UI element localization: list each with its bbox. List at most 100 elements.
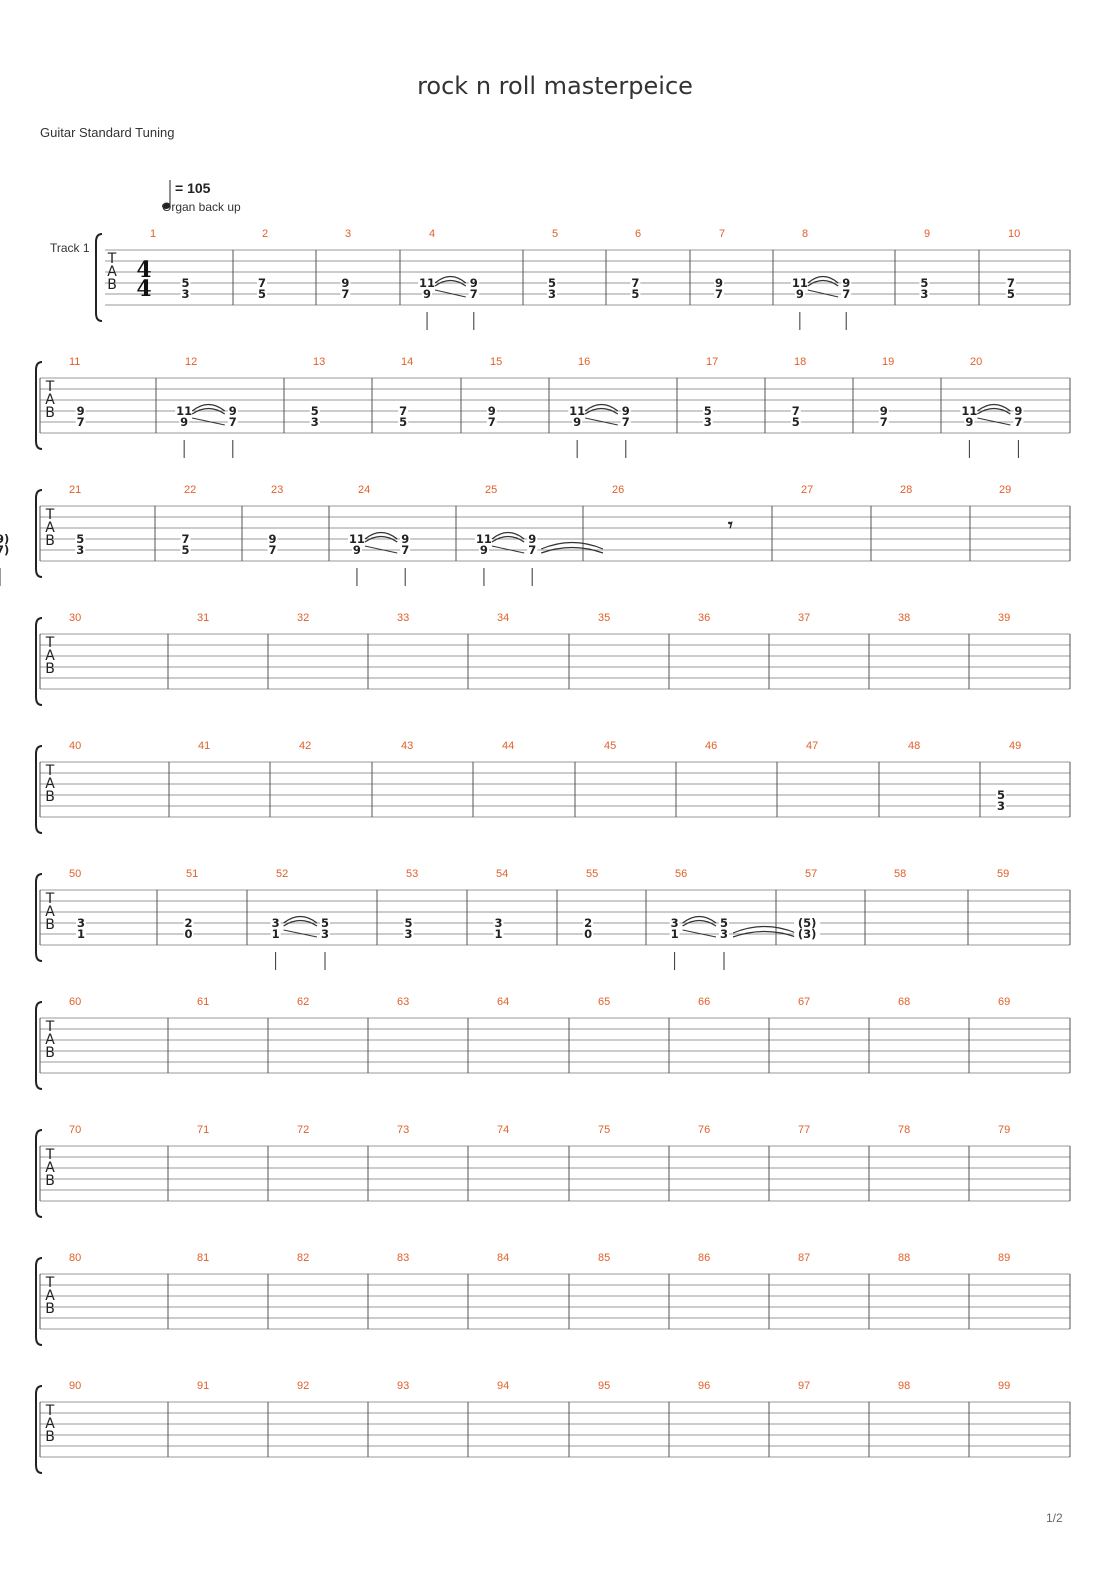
measure-number: 32 — [297, 612, 309, 624]
fret-number: 11 — [176, 404, 192, 418]
fret-number: 9 — [423, 287, 431, 301]
measure-number: 86 — [698, 1252, 710, 1264]
fret-background — [719, 929, 729, 940]
fret-number: 3 — [76, 543, 84, 557]
slur-arc — [191, 407, 226, 415]
measure-number: 18 — [794, 356, 806, 368]
fret-number: 9 — [715, 276, 723, 290]
fret-background — [468, 278, 479, 289]
measure-number: 13 — [313, 356, 325, 368]
fret-number: (7) — [0, 543, 9, 557]
fret-number: 1 — [272, 927, 280, 941]
measure-number: 43 — [401, 740, 413, 752]
fret-background — [719, 918, 729, 929]
system-bracket — [35, 1385, 43, 1474]
fret-number: 9 — [796, 287, 804, 301]
fret-number: 7 — [528, 543, 536, 557]
tab-clef-letter: A — [45, 1160, 55, 1176]
fret-background — [620, 417, 631, 428]
measure-number: 89 — [998, 1252, 1010, 1264]
measure-number: 29 — [999, 484, 1011, 496]
slide-line — [491, 545, 525, 554]
measure-number: 21 — [69, 484, 81, 496]
fret-number: 9 — [488, 404, 496, 418]
fret-background — [320, 929, 330, 940]
slur-arc — [283, 919, 318, 927]
fret-background — [493, 929, 504, 940]
tab-clef-letter: B — [45, 1429, 55, 1445]
fret-background — [919, 278, 930, 289]
slur-arc — [491, 535, 525, 543]
measure-number: 2 — [262, 228, 268, 240]
measure-number: 9 — [924, 228, 930, 240]
fret-background — [583, 918, 594, 929]
measure-number: 69 — [998, 996, 1010, 1008]
fret-background — [227, 417, 238, 428]
fret-background — [351, 545, 362, 556]
measure-number: 76 — [698, 1124, 710, 1136]
slide-line — [977, 417, 1011, 426]
measure-number: 56 — [675, 868, 687, 880]
fret-number: 3 — [494, 916, 502, 930]
fret-background — [227, 406, 238, 417]
measure-number: 93 — [397, 1380, 409, 1392]
fret-background — [75, 534, 86, 545]
score-title: rock n roll masterpeice — [417, 72, 693, 100]
fret-background — [547, 278, 558, 289]
measure-number: 83 — [397, 1252, 409, 1264]
fret-number: 5 — [631, 287, 639, 301]
tab-clef-letter: B — [45, 405, 55, 421]
system-bracket — [35, 617, 43, 706]
fret-number: 3 — [321, 927, 329, 941]
tab-clef-letter: B — [45, 1173, 55, 1189]
eighth-rest: 𝄾 — [728, 515, 733, 535]
fret-number: 5 — [182, 276, 190, 290]
fret-number: 5 — [704, 404, 712, 418]
measure-number: 95 — [598, 1380, 610, 1392]
fret-number: 9 — [528, 532, 536, 546]
fret-background — [180, 545, 191, 556]
measure-number: 84 — [497, 1252, 509, 1264]
fret-number: 5 — [76, 532, 84, 546]
fret-number: 9 — [353, 543, 361, 557]
measure-number: 30 — [69, 612, 81, 624]
fret-number: 9 — [470, 276, 478, 290]
fret-number: 5 — [311, 404, 319, 418]
fret-background — [474, 534, 493, 545]
fret-background — [841, 289, 852, 300]
fret-background — [841, 278, 852, 289]
measure-number: 66 — [698, 996, 710, 1008]
measure-number: 25 — [485, 484, 497, 496]
fret-background — [702, 417, 713, 428]
fret-background — [0, 534, 26, 545]
fret-number: 7 — [181, 532, 189, 546]
fret-number: 7 — [488, 415, 496, 429]
tab-clef-letter: B — [45, 917, 55, 933]
measure-number: 53 — [406, 868, 418, 880]
tab-clef-letter: B — [107, 277, 117, 293]
measure-number: 67 — [798, 996, 810, 1008]
measure-number: 19 — [882, 356, 894, 368]
fret-background — [702, 406, 713, 417]
fret-background — [493, 918, 504, 929]
measure-number: 33 — [397, 612, 409, 624]
fret-number: 7 — [880, 415, 888, 429]
fret-number: (3) — [798, 927, 817, 941]
system-bracket — [35, 745, 43, 834]
fret-number: 9 — [480, 543, 488, 557]
fret-background — [309, 417, 320, 428]
tab-clef-letter: A — [107, 264, 117, 280]
measure-number: 77 — [798, 1124, 810, 1136]
fret-background — [630, 289, 641, 300]
measure-number: 59 — [997, 868, 1009, 880]
measure-number: 75 — [598, 1124, 610, 1136]
fret-number: 7 — [1007, 276, 1015, 290]
fret-number: 7 — [268, 543, 276, 557]
fret-background — [669, 929, 680, 940]
fret-number: 7 — [792, 404, 800, 418]
measure-number: 79 — [998, 1124, 1010, 1136]
fret-number: 11 — [961, 404, 977, 418]
fret-number: 5 — [404, 916, 412, 930]
measure-number: 88 — [898, 1252, 910, 1264]
fret-number: 11 — [792, 276, 808, 290]
